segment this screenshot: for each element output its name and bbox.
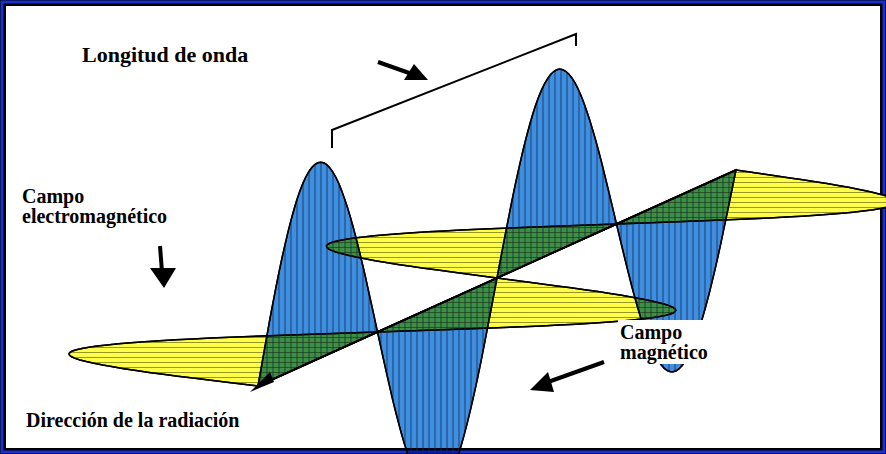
- magnetic-field-hatch: [497, 69, 617, 278]
- magnetic-field-hatch: [258, 162, 378, 386]
- field-label: Campo magnético: [618, 320, 752, 364]
- direction-label: Dirección de la radiación: [26, 410, 240, 430]
- axis-arrowhead: [250, 372, 274, 392]
- magnetic-field-lobe: [497, 69, 617, 278]
- wave-group: [69, 69, 886, 454]
- arrowhead: [530, 372, 554, 392]
- arrowhead: [150, 268, 176, 288]
- leader-arrow: [548, 362, 604, 382]
- wavelength-label: Longitud de onda: [82, 44, 248, 66]
- wavelength-bracket: [332, 34, 576, 148]
- arrowhead: [404, 64, 428, 80]
- field-label: Campo electromagnético: [22, 186, 212, 226]
- leader-arrow: [378, 62, 412, 74]
- magnetic-field-lobe: [258, 162, 378, 386]
